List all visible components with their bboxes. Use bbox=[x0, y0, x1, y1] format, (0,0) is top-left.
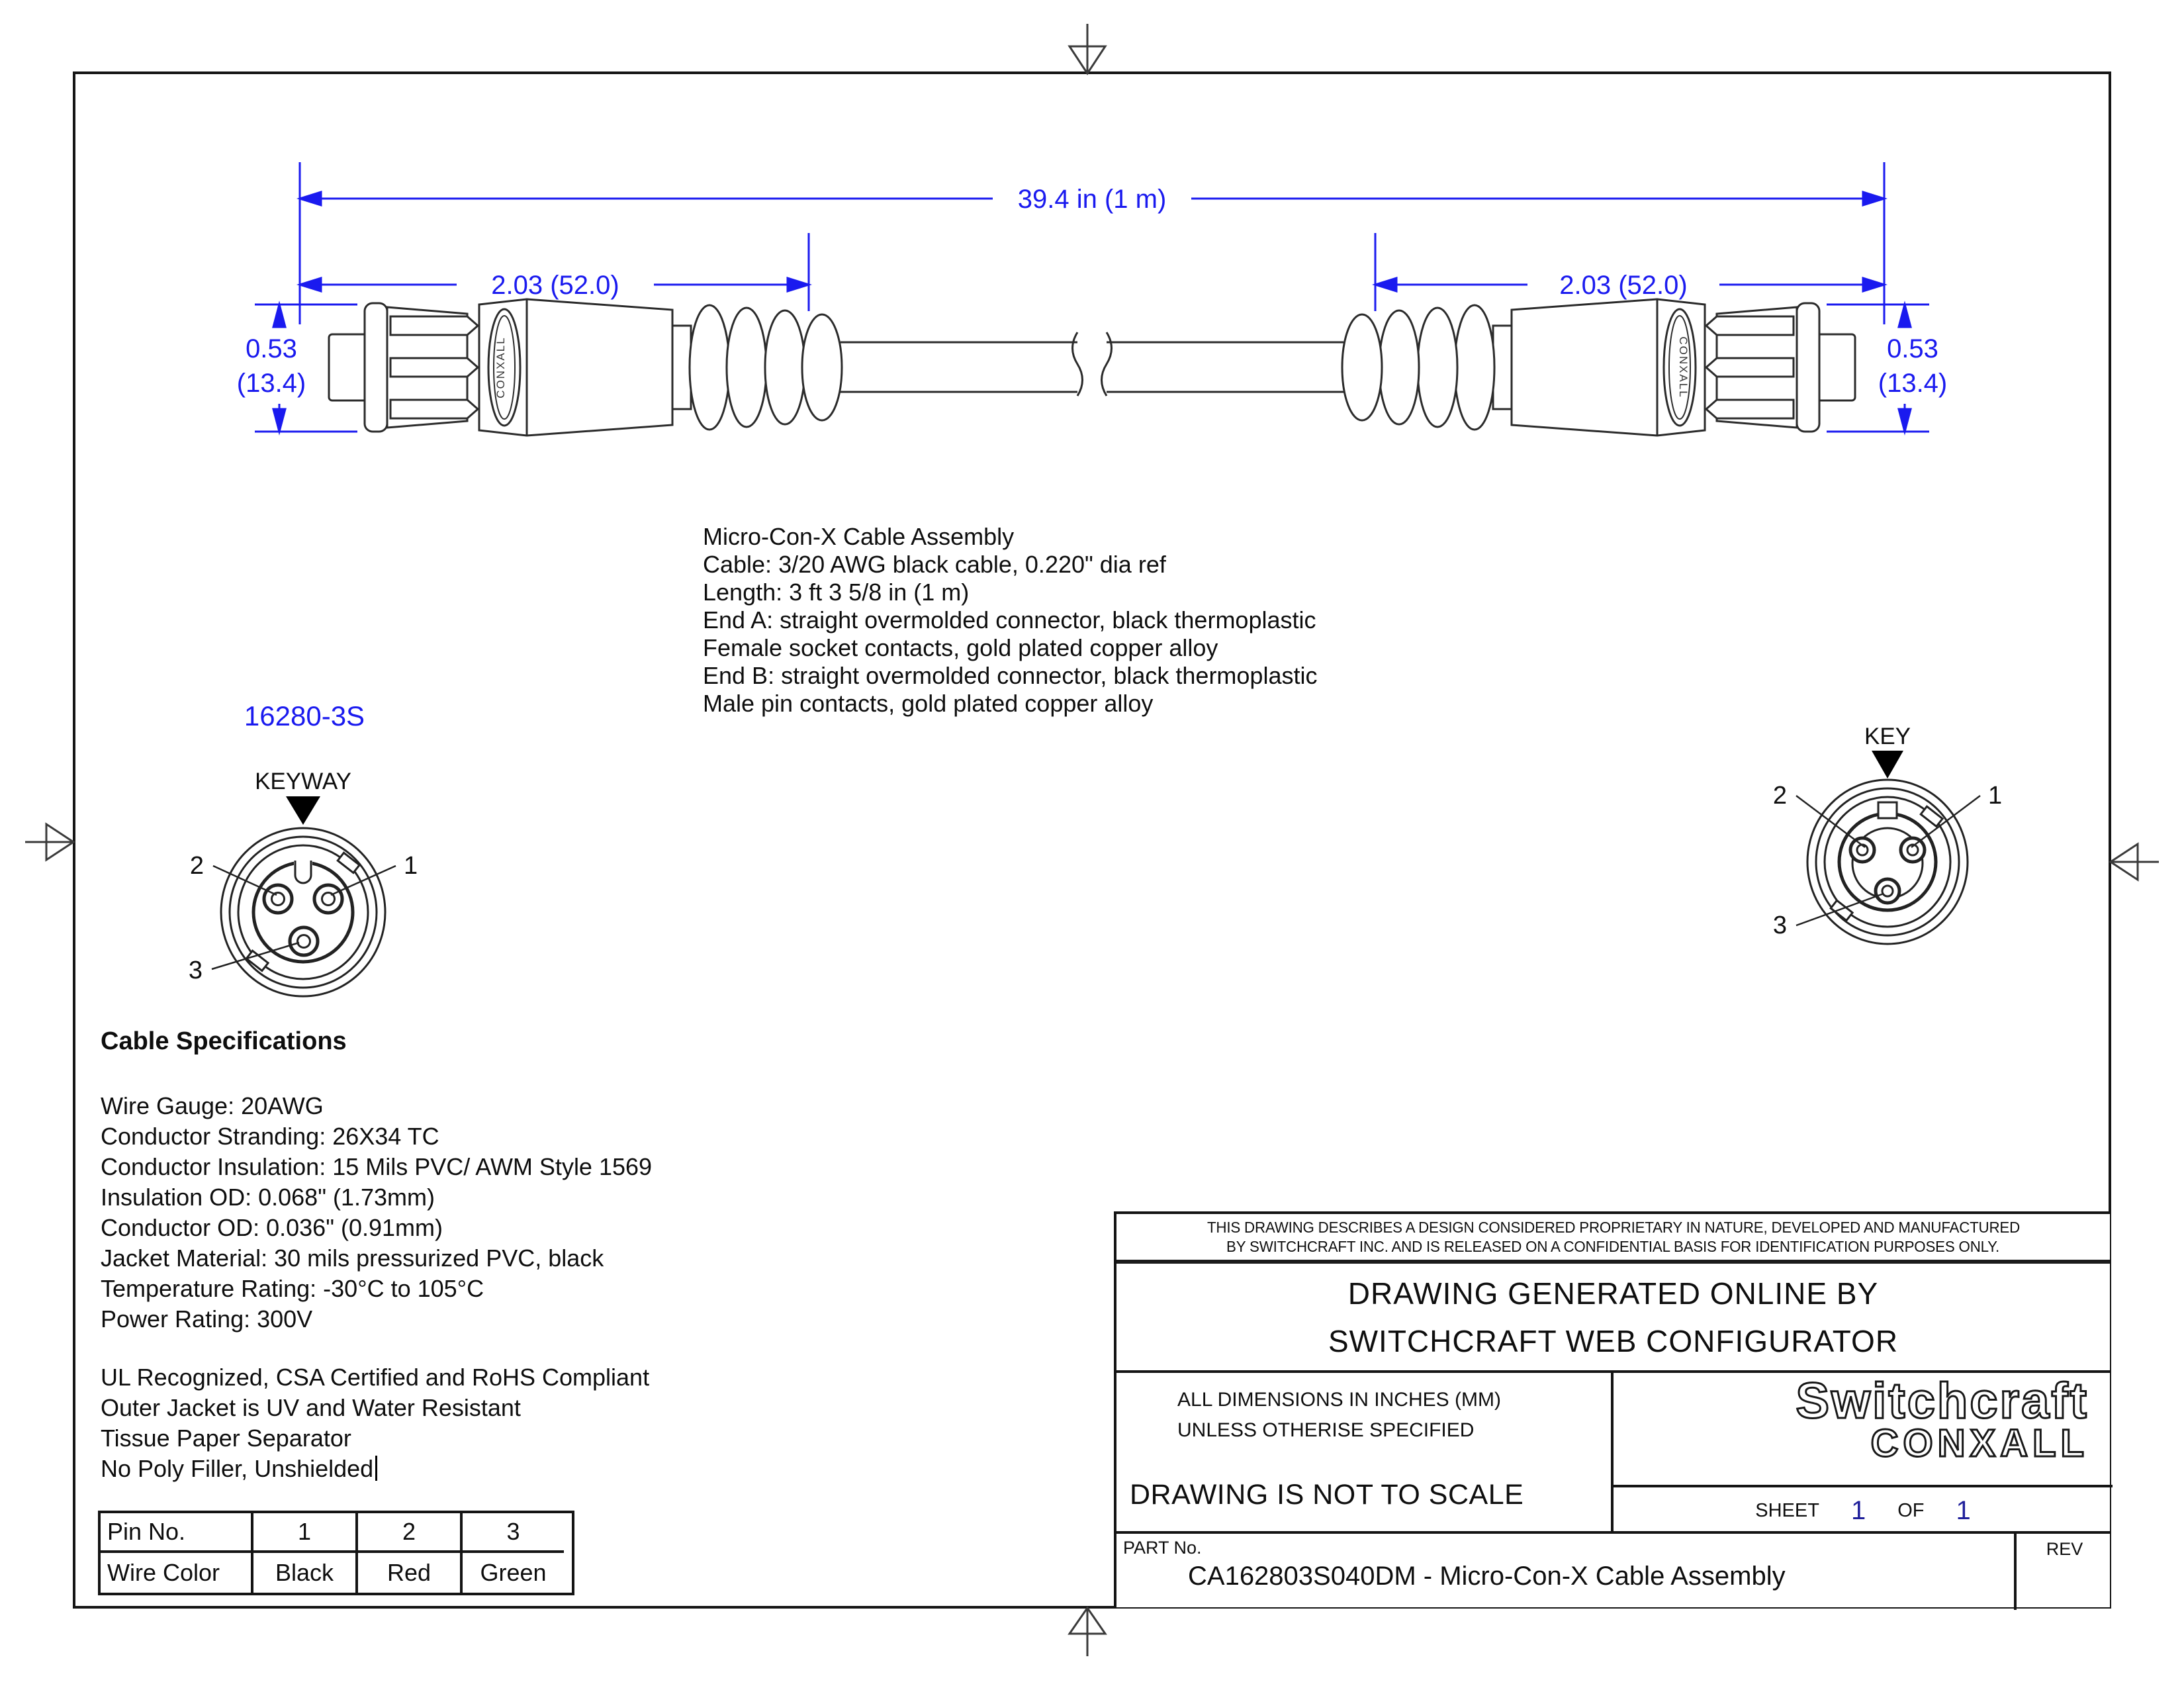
description-line: Micro-Con-X Cable Assembly bbox=[703, 523, 1015, 550]
rev-box: REV bbox=[2014, 1534, 2113, 1610]
spec-line: Temperature Rating: -30°C to 105°C bbox=[101, 1275, 484, 1302]
scale-note: DRAWING IS NOT TO SCALE bbox=[1130, 1479, 1524, 1511]
title-block: THIS DRAWING DESCRIBES A DESIGN CONSIDER… bbox=[1114, 1211, 2113, 1610]
logo-switchcraft: Switchcraft bbox=[1795, 1372, 2089, 1430]
face-a-labels: KEYWAY 2 1 3 bbox=[189, 769, 418, 984]
title-block-middle: ALL DIMENSIONS IN INCHES (MM) UNLESS OTH… bbox=[1116, 1372, 2113, 1534]
logo-conxall: CONXALL bbox=[1870, 1422, 2089, 1465]
dimension-notes-cell: ALL DIMENSIONS IN INCHES (MM) UNLESS OTH… bbox=[1116, 1373, 1614, 1531]
cable-specs-list: Wire Gauge: 20AWG Conductor Stranding: 2… bbox=[101, 1091, 762, 1335]
sheet-label: SHEET bbox=[1755, 1499, 1819, 1521]
dim-dia-a-mm: (13.4) bbox=[237, 369, 306, 398]
spec-line: Wire Gauge: 20AWG bbox=[101, 1092, 324, 1119]
sheet-number: 1 bbox=[1850, 1495, 1866, 1525]
table-header-wire-color: Wire Color bbox=[101, 1553, 253, 1593]
spec-line: Jacket Material: 30 mils pressurized PVC… bbox=[101, 1244, 604, 1272]
proprietary-line1: THIS DRAWING DESCRIBES A DESIGN CONSIDER… bbox=[1206, 1218, 2020, 1236]
dim-dia-b-in: 0.53 bbox=[1887, 334, 1938, 363]
brand-label-a: CONXALL bbox=[494, 336, 507, 398]
spec-line: Conductor Insulation: 15 Mils PVC/ AWM S… bbox=[101, 1153, 653, 1180]
table-header-pin-no: Pin No. bbox=[101, 1513, 253, 1553]
face-view-end-b bbox=[1796, 751, 1981, 945]
part-number-row: PART No. CA162803S040DM - Micro-Con-X Ca… bbox=[1116, 1534, 2110, 1610]
key-label: KEY bbox=[1864, 724, 1911, 749]
dim-dia-b-mm: (13.4) bbox=[1878, 369, 1948, 398]
rev-label: REV bbox=[2046, 1539, 2083, 1559]
proprietary-line2: BY SWITCHCRAFT INC. AND IS RELEASED ON A… bbox=[1226, 1237, 2000, 1255]
description-line: Length: 3 ft 3 5/8 in (1 m) bbox=[703, 579, 970, 606]
description-line: Male pin contacts, gold plated copper al… bbox=[703, 690, 1154, 717]
face-b-pin3: 3 bbox=[1773, 912, 1787, 939]
dim-overall: 39.4 in (1 m) bbox=[1018, 185, 1167, 214]
sheet-info: SHEET 1 OF 1 bbox=[1614, 1487, 2113, 1534]
of-label: OF bbox=[1897, 1499, 1925, 1521]
company-logo: Switchcraft CONXALL bbox=[1614, 1372, 2113, 1487]
description-line: Female socket contacts, gold plated copp… bbox=[703, 634, 1218, 661]
note-line: No Poly Filler, Unshielded bbox=[101, 1454, 762, 1484]
connector-end-a bbox=[328, 298, 1083, 437]
table-cell: Green bbox=[480, 1559, 547, 1586]
text-cursor bbox=[375, 1456, 378, 1481]
face-b-labels: KEY 2 1 3 bbox=[1773, 724, 2002, 939]
face-view-end-a bbox=[211, 796, 396, 998]
part-no-label: PART No. bbox=[1123, 1538, 1202, 1558]
description-line: End A: straight overmolded connector, bl… bbox=[703, 606, 1316, 633]
face-b-pin2: 2 bbox=[1773, 782, 1787, 810]
dim-end-b: 2.03 (52.0) bbox=[1559, 271, 1687, 300]
pin-wire-table: Pin No. 1 2 3 Wire Color Black Red Green bbox=[98, 1511, 574, 1595]
note-line: UL Recognized, CSA Certified and RoHS Co… bbox=[101, 1364, 650, 1391]
table-cell: 1 bbox=[253, 1513, 358, 1553]
description-line: End B: straight overmolded connector, bl… bbox=[703, 662, 1318, 689]
part-no-value: CA162803S040DM - Micro-Con-X Cable Assem… bbox=[1188, 1562, 1786, 1591]
cable-notes-list: UL Recognized, CSA Certified and RoHS Co… bbox=[101, 1362, 762, 1484]
dimension-lines bbox=[255, 162, 1929, 436]
proprietary-notice: THIS DRAWING DESCRIBES A DESIGN CONSIDER… bbox=[1116, 1214, 2110, 1264]
description-line: Cable: 3/20 AWG black cable, 0.220" dia … bbox=[703, 551, 1166, 578]
dims-note-line1: ALL DIMENSIONS IN INCHES (MM) bbox=[1177, 1389, 1501, 1411]
registration-marks bbox=[25, 24, 2159, 1656]
note-line: Tissue Paper Separator bbox=[101, 1425, 351, 1452]
dim-end-a: 2.03 (52.0) bbox=[491, 271, 619, 300]
note-line: Outer Jacket is UV and Water Resistant bbox=[101, 1394, 521, 1421]
keyway-label: KEYWAY bbox=[255, 769, 351, 794]
cable-specs-title: Cable Specifications bbox=[101, 1027, 347, 1055]
generated-line1: DRAWING GENERATED ONLINE BY bbox=[1347, 1276, 1879, 1311]
face-a-pin2: 2 bbox=[190, 852, 204, 880]
spec-line: Conductor Stranding: 26X34 TC bbox=[101, 1123, 439, 1150]
table-cell: Black bbox=[253, 1553, 358, 1593]
spec-line: Conductor OD: 0.036" (0.91mm) bbox=[101, 1214, 443, 1241]
table-cell: 3 bbox=[463, 1513, 564, 1553]
face-a-pin1: 1 bbox=[404, 852, 418, 880]
assembly-description: Micro-Con-X Cable Assembly Cable: 3/20 A… bbox=[703, 523, 1431, 718]
spec-line: Power Rating: 300V bbox=[101, 1305, 313, 1333]
dim-dia-a-in: 0.53 bbox=[246, 334, 297, 363]
face-b-pin1: 1 bbox=[1988, 782, 2002, 810]
sheet-border bbox=[73, 71, 2111, 1609]
dims-note-line2: UNLESS OTHERISE SPECIFIED bbox=[1177, 1419, 1475, 1441]
dimension-texts: 39.4 in (1 m) 2.03 (52.0) 2.03 (52.0) 0.… bbox=[237, 185, 1948, 398]
table-cell: Red bbox=[358, 1553, 463, 1593]
face-a-pin3: 3 bbox=[189, 957, 203, 984]
generated-by-section: DRAWING GENERATED ONLINE BY SWITCHCRAFT … bbox=[1116, 1264, 2110, 1373]
brand-label-b: CONXALL bbox=[1677, 336, 1690, 398]
sheet-total: 1 bbox=[1956, 1495, 1971, 1525]
spec-line: Insulation OD: 0.068" (1.73mm) bbox=[101, 1184, 435, 1211]
table-cell: 2 bbox=[358, 1513, 463, 1553]
generated-line2: SWITCHCRAFT WEB CONFIGURATOR bbox=[1328, 1323, 1899, 1358]
connector-a-part-number: 16280-3S bbox=[244, 700, 365, 731]
